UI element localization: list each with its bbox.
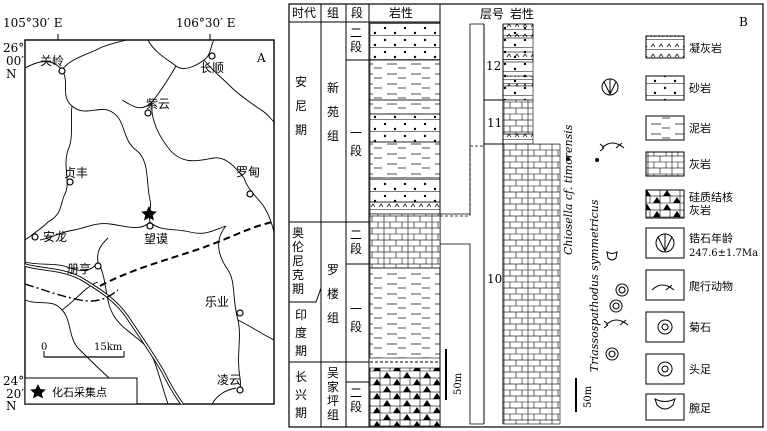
- map-frame: [24, 39, 275, 405]
- header-lithology-right: 岩性: [510, 6, 534, 21]
- layer-12: 12: [486, 59, 501, 73]
- scale-start-label: 0: [41, 342, 47, 353]
- legend-brachiopod-icon: [654, 398, 676, 410]
- ammonite-icon: [609, 299, 623, 313]
- legend-label-tuff: 凝灰岩: [689, 41, 722, 55]
- lithology-legend: [645, 35, 685, 421]
- legend-star-icon: [30, 384, 46, 399]
- scale-end-label: 15km: [94, 342, 123, 353]
- species-triassospathodus: Triassospathodus symmetricus: [588, 199, 601, 372]
- provincial-boundary: [99, 221, 275, 287]
- lat-bottom-deg: 24°: [3, 374, 24, 388]
- panel-a-label: A: [256, 51, 266, 65]
- legend-swatch-sand: [645, 75, 685, 101]
- scale-label-left: 50m: [453, 372, 464, 395]
- member-wujiaping-2: 二段: [350, 386, 363, 414]
- brachiopod-icon: [606, 251, 618, 261]
- layer-10: 10: [487, 272, 502, 286]
- lat-top-min: 00′: [6, 54, 24, 68]
- member-luolou-1: 一段: [350, 302, 363, 334]
- species-marker-dot: [566, 157, 570, 161]
- connector-dashed: [440, 145, 484, 217]
- lat-bottom-min: 20′: [6, 387, 24, 401]
- cephalopod-icon: [605, 347, 619, 361]
- town-label: 凌云: [217, 373, 241, 387]
- town-label: 紫云: [146, 97, 170, 111]
- legend-ammonite-icon: [657, 319, 673, 335]
- scale-label-right: 50m: [583, 385, 594, 408]
- legend-label-lime: 灰岩: [689, 157, 711, 171]
- lat-bottom-dir: N: [6, 399, 17, 413]
- lithology-column-right: [483, 23, 561, 425]
- header-member: 段: [351, 5, 363, 20]
- legend-label-ammonite: 菊石: [689, 321, 711, 334]
- town-label: 安龙: [43, 229, 67, 244]
- connector-bottom: [440, 243, 484, 425]
- cephalopod-icon: [615, 283, 629, 297]
- species-marker-dot: [595, 158, 599, 162]
- town-markers: [31, 52, 254, 394]
- legend-swatch-mud: [645, 115, 685, 141]
- legend-label-chert-lime: 灰岩: [689, 203, 711, 217]
- legend-reptile-icon: [651, 284, 675, 291]
- formation-wujiaping: 吴家坪组: [326, 366, 339, 422]
- legend-label-mud: 泥岩: [689, 121, 711, 135]
- boundary-dash-dot: [24, 283, 119, 302]
- legend-swatch-lime: [645, 151, 685, 177]
- member-xinyuan-1: 一段: [350, 126, 363, 158]
- town-label: 贞丰: [64, 166, 88, 180]
- legend-swatch-tuff: [645, 35, 685, 59]
- legend-label-chert: 硅质结核: [689, 190, 733, 204]
- species-chiosella: Chiosella cf. timorensis: [562, 124, 575, 255]
- lon-left-label: 105°30′ E: [3, 16, 62, 30]
- era-anisian: 安尼期: [294, 75, 307, 137]
- legend-label-zircon-age: 247.6±1.7Ma: [689, 248, 758, 259]
- lat-top-deg: 26°: [3, 41, 24, 55]
- fossil-symbols: [599, 78, 629, 361]
- era-induan: 印度期: [294, 308, 307, 358]
- reptile-icon: [601, 142, 625, 149]
- header-formation: 组: [327, 6, 339, 20]
- town-label: 长顺: [200, 61, 224, 75]
- lat-top-dir: N: [6, 67, 17, 81]
- legend-label-cephalopod: 头足: [689, 363, 711, 376]
- reptile-icon: [605, 319, 629, 326]
- panel-b-label: B: [739, 15, 748, 29]
- legend-label-zircon: 锆石年龄: [689, 231, 733, 245]
- era-changhsingian: 长兴期: [294, 370, 307, 420]
- era-olenekian: 奥伦尼克期: [291, 226, 304, 296]
- town-label: 罗甸: [236, 165, 260, 179]
- member-luolou-2: 二段: [350, 228, 363, 256]
- formation-luolou: 罗楼组: [326, 263, 339, 325]
- legend-label-brachiopod: 腕足: [689, 401, 711, 415]
- fossil-site-star-icon: [141, 206, 157, 221]
- member-xinyuan-2: 二段: [350, 26, 363, 54]
- lithology-column-left: [369, 22, 441, 427]
- main-river-inner: [24, 264, 183, 405]
- connector-top: [440, 23, 484, 215]
- town-label: 册亨: [67, 261, 91, 276]
- legend-label-sand: 砂岩: [689, 81, 711, 95]
- town-label: 乐业: [205, 295, 229, 309]
- legend-cephalopod-icon: [657, 361, 673, 377]
- map-panel: 105°30′ E 106°30′ E 26° 00′ N 24° 20′ N …: [3, 16, 275, 413]
- header-lithology: 岩性: [389, 5, 413, 20]
- lon-right-label: 106°30′ E: [176, 16, 235, 30]
- header-layer: 层号: [480, 7, 504, 21]
- town-label: 望谟: [144, 232, 168, 246]
- formation-xinyuan: 新苑组: [326, 81, 339, 143]
- layer-11: 11: [487, 116, 502, 130]
- legend-star-label: 化石采集点: [52, 385, 107, 399]
- legend-swatch-chert: [645, 189, 685, 219]
- header-era: 时代: [292, 6, 316, 20]
- town-label: 关岭: [40, 54, 64, 68]
- column-frame: [288, 3, 764, 428]
- legend-label-reptile: 爬行动物: [689, 279, 733, 293]
- column-panel: 时代 组 段 岩性 安尼期 奥伦尼克期 印度期 长兴期 新苑组 罗楼组 吴家坪组…: [288, 3, 764, 428]
